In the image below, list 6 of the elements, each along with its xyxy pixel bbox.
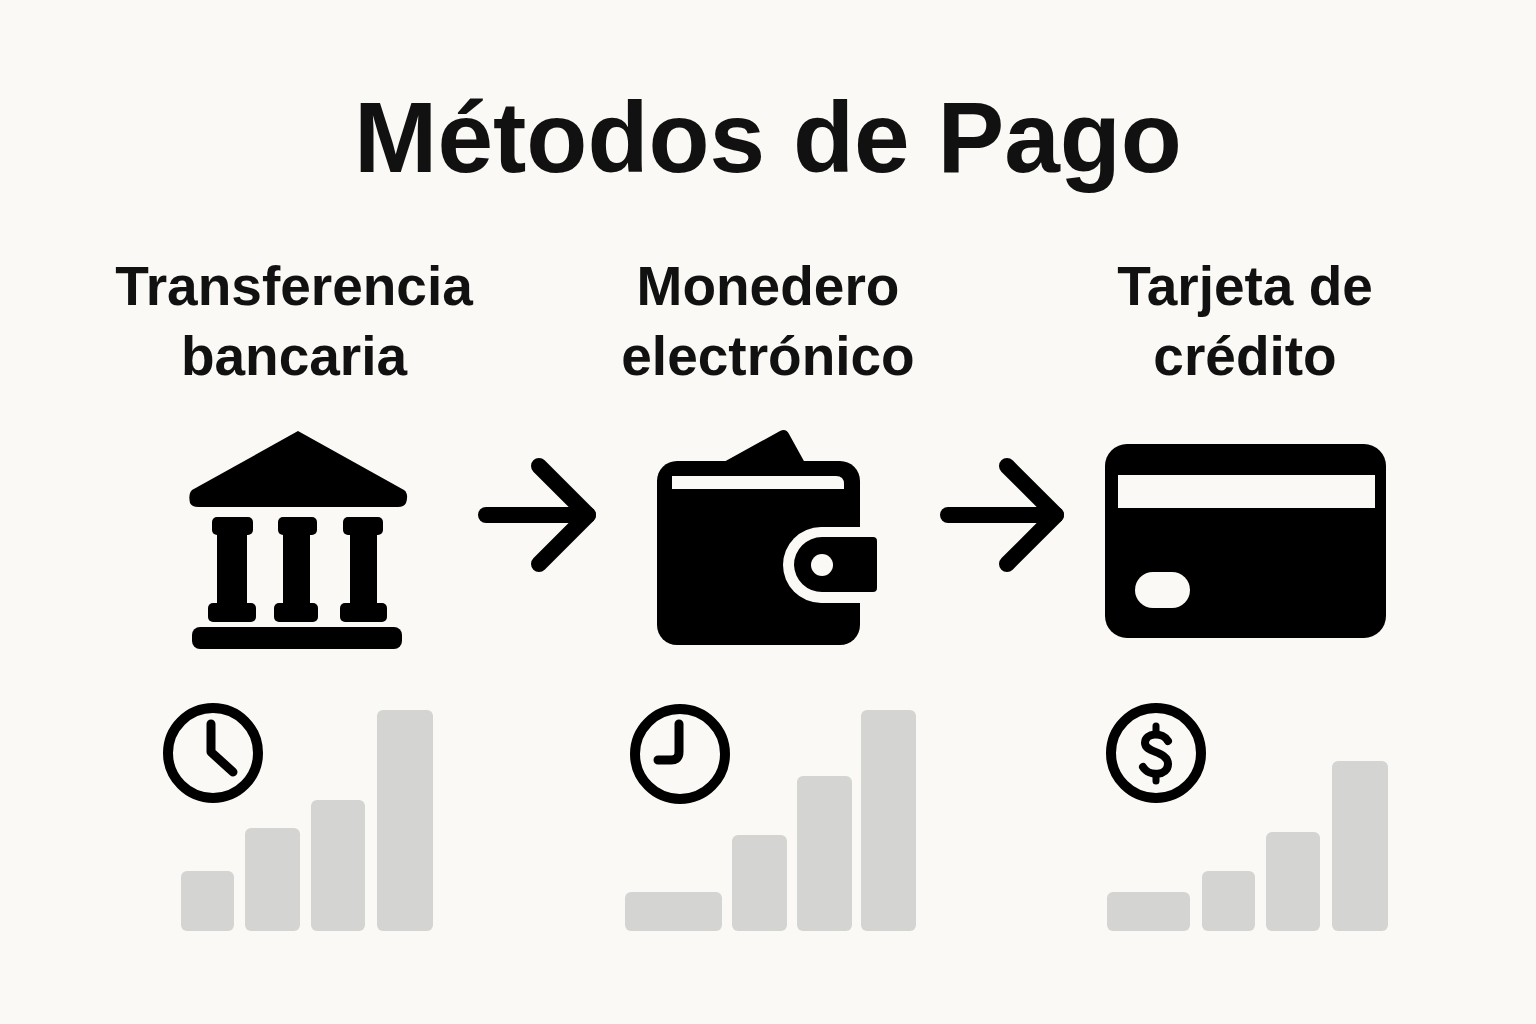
arrow [478,458,596,572]
arrow [940,458,1064,572]
method-heading: Transferencia bancaria [114,254,475,389]
diagram-title: Métodos de Pago [354,80,1182,195]
method-heading: Tarjeta de crédito [1116,254,1374,389]
method-heading: Monedero electrónico [620,254,916,389]
